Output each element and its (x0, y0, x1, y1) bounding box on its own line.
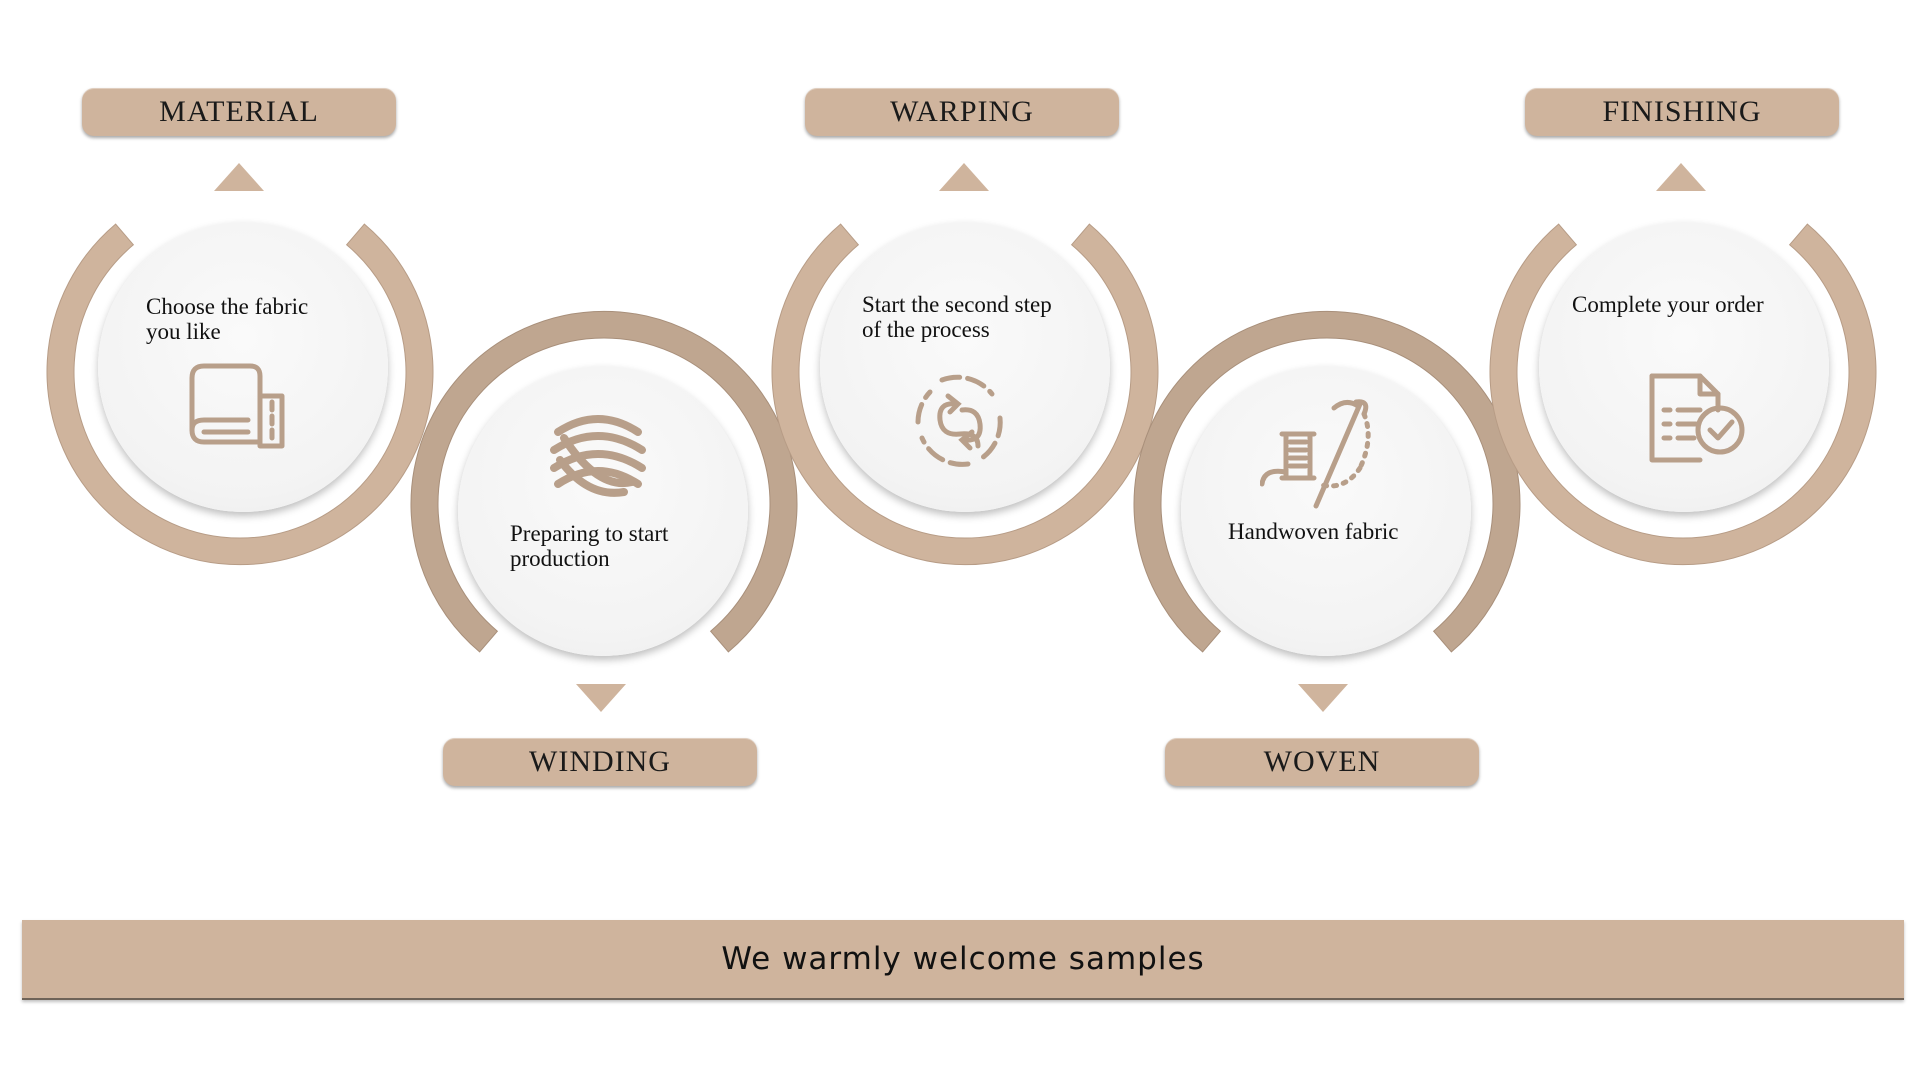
step-label-warping: WARPING (805, 88, 1119, 136)
step-disc-winding (458, 366, 748, 656)
pointer-up-triangle (939, 163, 989, 191)
step-label-text: WINDING (529, 745, 671, 778)
pointer-down-triangle (576, 684, 626, 712)
yarn-skein-icon (550, 415, 646, 497)
pointer-down-triangle (1298, 684, 1348, 712)
step-label-text: WOVEN (1263, 745, 1381, 778)
footer-banner-text: We warmly welcome samples (721, 941, 1205, 977)
thread-needle-icon (1260, 399, 1371, 509)
step-description-line: production (510, 546, 610, 571)
cycle-arrows-icon (915, 374, 1003, 467)
step-disc-finishing (1539, 222, 1829, 512)
step-label-finishing: FINISHING (1525, 88, 1839, 136)
step-label-text: FINISHING (1602, 95, 1762, 128)
document-check-icon (1649, 373, 1745, 463)
step-ring-warping (771, 223, 1159, 566)
step-description-line: of the process (862, 317, 990, 342)
pointer-up-triangle (1656, 163, 1706, 191)
step-description-line: Choose the fabric (146, 294, 309, 319)
step-description-line: Complete your order (1572, 292, 1764, 317)
step-ring-finishing (1489, 223, 1877, 566)
step-label-woven: WOVEN (1165, 738, 1479, 786)
step-description-winding: Preparing to start production (510, 521, 668, 571)
step-ring-winding (410, 310, 798, 653)
step-label-text: WARPING (890, 95, 1034, 128)
pointer-up-triangle (214, 163, 264, 191)
footer-banner: We warmly welcome samples (22, 920, 1904, 1000)
step-description-line: Handwoven fabric (1228, 519, 1399, 544)
step-description-woven: Handwoven fabric (1228, 519, 1399, 544)
step-description-finishing: Complete your order (1572, 292, 1764, 317)
step-label-winding: WINDING (443, 738, 757, 786)
step-description-warping: Start the second step of the process (862, 292, 1052, 342)
step-label-material: MATERIAL (82, 88, 396, 136)
step-description-line: Start the second step (862, 292, 1052, 317)
step-disc-woven (1181, 366, 1471, 656)
step-description-line: Preparing to start (510, 521, 669, 546)
step-ring-material (46, 223, 434, 566)
step-description-material: Choose the fabric you like (146, 294, 308, 344)
step-label-text: MATERIAL (159, 95, 319, 128)
step-description-line: you like (146, 319, 221, 344)
fabric-roll-icon (189, 363, 285, 449)
step-ring-woven (1133, 310, 1521, 653)
